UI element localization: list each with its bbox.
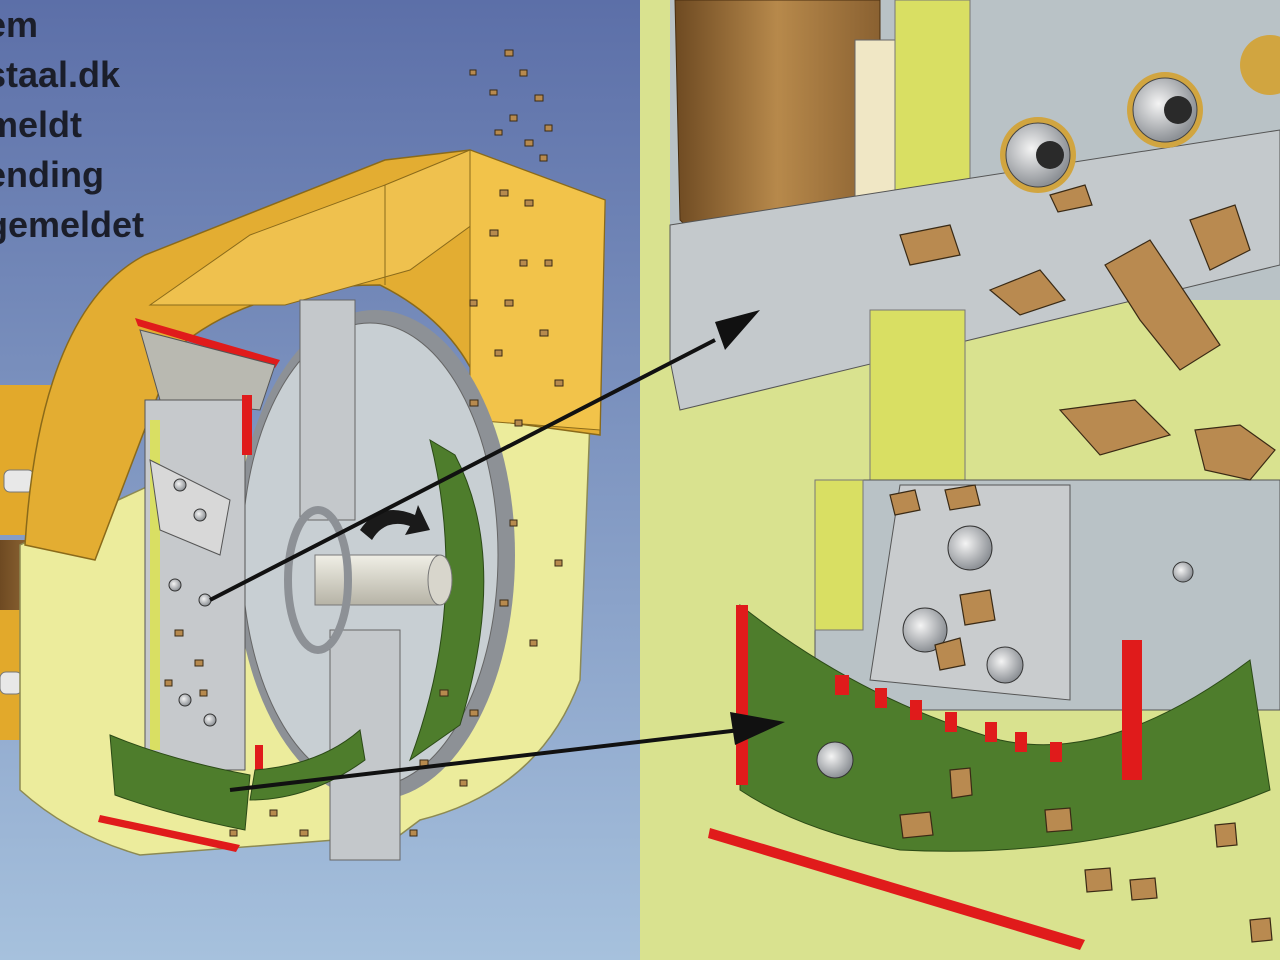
detail-panel bbox=[640, 0, 1280, 960]
housing-inner-light bbox=[469, 149, 606, 431]
red-edge-top bbox=[135, 318, 280, 368]
caption-line: meldt bbox=[0, 104, 83, 145]
knife-holder bbox=[144, 395, 263, 780]
yellow-wall-lower bbox=[814, 479, 864, 631]
bolt-head-green bbox=[816, 741, 854, 779]
red-teeth bbox=[835, 675, 1062, 762]
caption-text-block: em staal.dk meldt ending gemeldet bbox=[0, 0, 144, 250]
pointer-arrow-lower bbox=[229, 712, 785, 792]
green-counter-knife bbox=[109, 734, 251, 831]
red-edge-right bbox=[1122, 640, 1142, 780]
red-edge-base bbox=[708, 828, 1085, 950]
perforated-plate bbox=[139, 329, 276, 411]
nut-bolts bbox=[1000, 35, 1280, 193]
red-edge-left bbox=[736, 605, 748, 785]
cutting-ledge bbox=[669, 129, 1280, 411]
caption-line: gemeldet bbox=[0, 204, 145, 245]
yellow-wall-mid bbox=[869, 309, 966, 486]
overview-panel bbox=[0, 0, 640, 960]
knife-holder-detail bbox=[869, 484, 1071, 701]
caption-line: staal.dk bbox=[0, 54, 121, 95]
pointer-arrow-upper bbox=[209, 310, 760, 602]
caption-line: ending bbox=[0, 154, 104, 195]
shaft bbox=[284, 506, 453, 654]
left-chips bbox=[164, 49, 564, 837]
detail-chips bbox=[889, 184, 1276, 943]
caption-line: em bbox=[0, 4, 39, 45]
red-edge-bottom bbox=[98, 815, 240, 852]
